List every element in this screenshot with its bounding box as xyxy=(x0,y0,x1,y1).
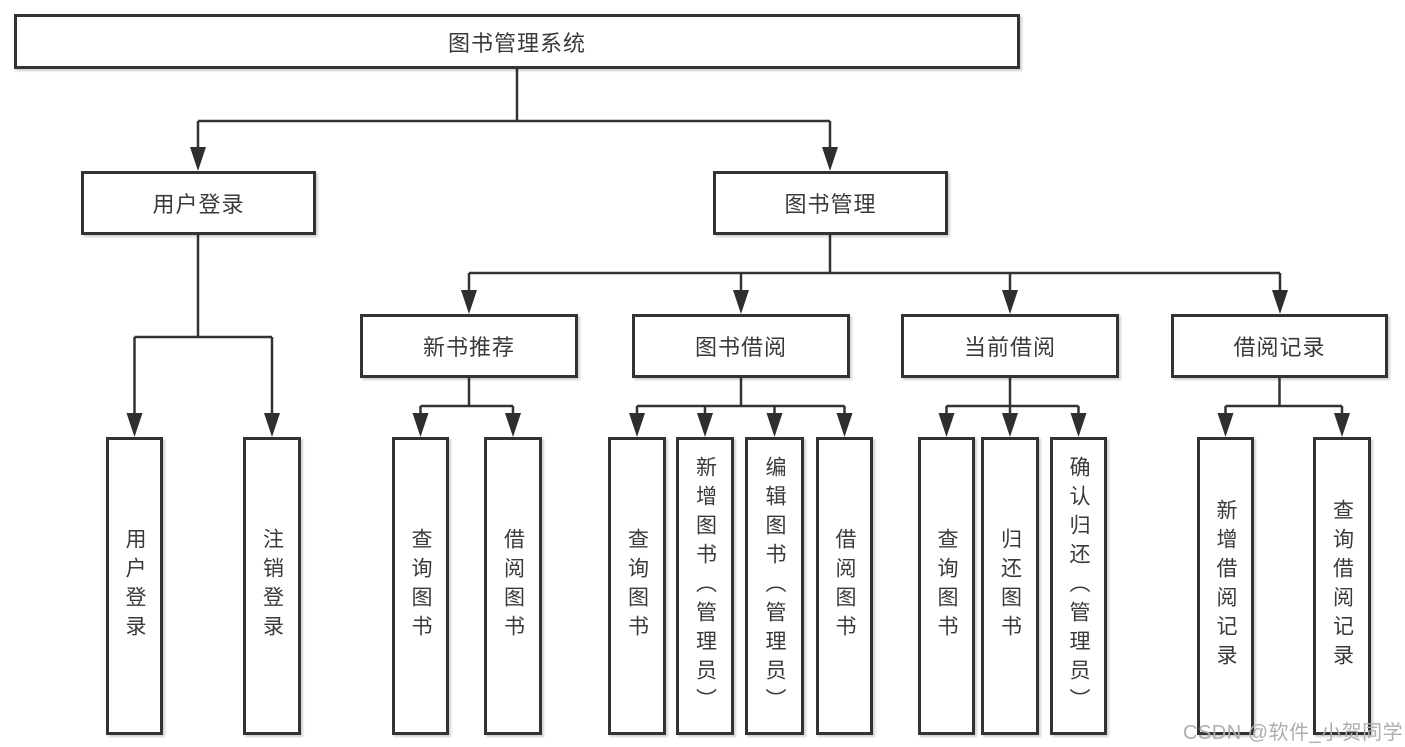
node-root-label: 图书管理系统 xyxy=(447,30,586,56)
node-root: 图书管理系统 xyxy=(14,14,1020,69)
leaf-borrow-edit-books-admin-label: 编辑图书（管理员） xyxy=(763,455,786,717)
leaf-recommend-borrow-books-label: 借阅图书 xyxy=(501,528,525,644)
leaf-records-query-record-label: 查询借阅记录 xyxy=(1330,499,1354,673)
node-new-book-recommend: 新书推荐 xyxy=(360,314,578,378)
leaf-borrow-add-books-admin: 新增图书（管理员） xyxy=(676,437,734,735)
leaf-logout-login-label: 注销登录 xyxy=(260,528,284,644)
node-borrow-records-label: 借阅记录 xyxy=(1233,335,1326,360)
leaf-current-query-books-label: 查询图书 xyxy=(935,528,958,644)
node-book-management-label: 图书管理 xyxy=(784,192,877,217)
node-book-borrow: 图书借阅 xyxy=(632,314,850,378)
arrow-icon xyxy=(733,290,749,314)
leaf-records-add-record-label: 新增借阅记录 xyxy=(1214,499,1237,673)
arrow-icon xyxy=(766,413,783,437)
arrow-icon xyxy=(822,147,838,171)
arrow-icon xyxy=(461,290,477,314)
node-user-login-label: 用户登录 xyxy=(152,192,245,217)
arrow-icon xyxy=(938,413,955,437)
leaf-current-return-books-label: 归还图书 xyxy=(998,528,1022,644)
node-new-book-recommend-label: 新书推荐 xyxy=(422,335,515,360)
node-current-borrow-label: 当前借阅 xyxy=(963,335,1056,360)
node-current-borrow: 当前借阅 xyxy=(901,314,1119,378)
leaf-recommend-query-books-label: 查询图书 xyxy=(409,528,432,644)
arrow-icon xyxy=(629,413,645,437)
leaf-logout-login: 注销登录 xyxy=(243,437,301,735)
leaf-user-login-label: 用户登录 xyxy=(123,528,146,644)
node-book-management: 图书管理 xyxy=(713,171,948,235)
leaf-borrow-add-books-admin-label: 新增图书（管理员） xyxy=(693,455,717,717)
arrow-icon xyxy=(697,413,713,437)
arrow-icon xyxy=(1002,290,1018,314)
leaf-current-return-books: 归还图书 xyxy=(981,437,1039,735)
csdn-watermark: CSDN @软件_小贺同学 xyxy=(1183,722,1404,744)
node-book-borrow-label: 图书借阅 xyxy=(694,335,787,360)
leaf-records-add-record: 新增借阅记录 xyxy=(1197,437,1254,735)
arrow-icon xyxy=(1217,413,1234,437)
leaf-borrow-borrow-books: 借阅图书 xyxy=(816,437,873,735)
node-user-login: 用户登录 xyxy=(81,171,316,235)
arrow-icon xyxy=(1272,290,1288,314)
arrow-icon xyxy=(190,147,206,171)
arrow-icon xyxy=(505,413,521,437)
arrow-icon xyxy=(264,413,280,437)
leaf-recommend-borrow-books: 借阅图书 xyxy=(484,437,542,735)
node-borrow-records: 借阅记录 xyxy=(1171,314,1388,378)
leaf-borrow-edit-books-admin: 编辑图书（管理员） xyxy=(745,437,804,735)
arrow-icon xyxy=(1334,413,1350,437)
leaf-borrow-query-books: 查询图书 xyxy=(608,437,666,735)
arrow-icon xyxy=(412,413,429,437)
arrow-icon xyxy=(1002,413,1018,437)
leaf-records-query-record: 查询借阅记录 xyxy=(1313,437,1371,735)
leaf-borrow-query-books-label: 查询图书 xyxy=(625,528,649,644)
leaf-recommend-query-books: 查询图书 xyxy=(392,437,449,735)
arrowheads xyxy=(126,147,1350,437)
leaf-user-login: 用户登录 xyxy=(106,437,163,735)
arrow-icon xyxy=(1070,413,1087,437)
arrow-icon xyxy=(836,413,853,437)
leaf-borrow-borrow-books-label: 借阅图书 xyxy=(833,528,856,644)
leaf-current-query-books: 查询图书 xyxy=(918,437,975,735)
leaf-current-confirm-return-admin: 确认归还（管理员） xyxy=(1050,437,1107,735)
leaf-current-confirm-return-admin-label: 确认归还（管理员） xyxy=(1067,455,1090,717)
arrow-icon xyxy=(126,413,143,437)
